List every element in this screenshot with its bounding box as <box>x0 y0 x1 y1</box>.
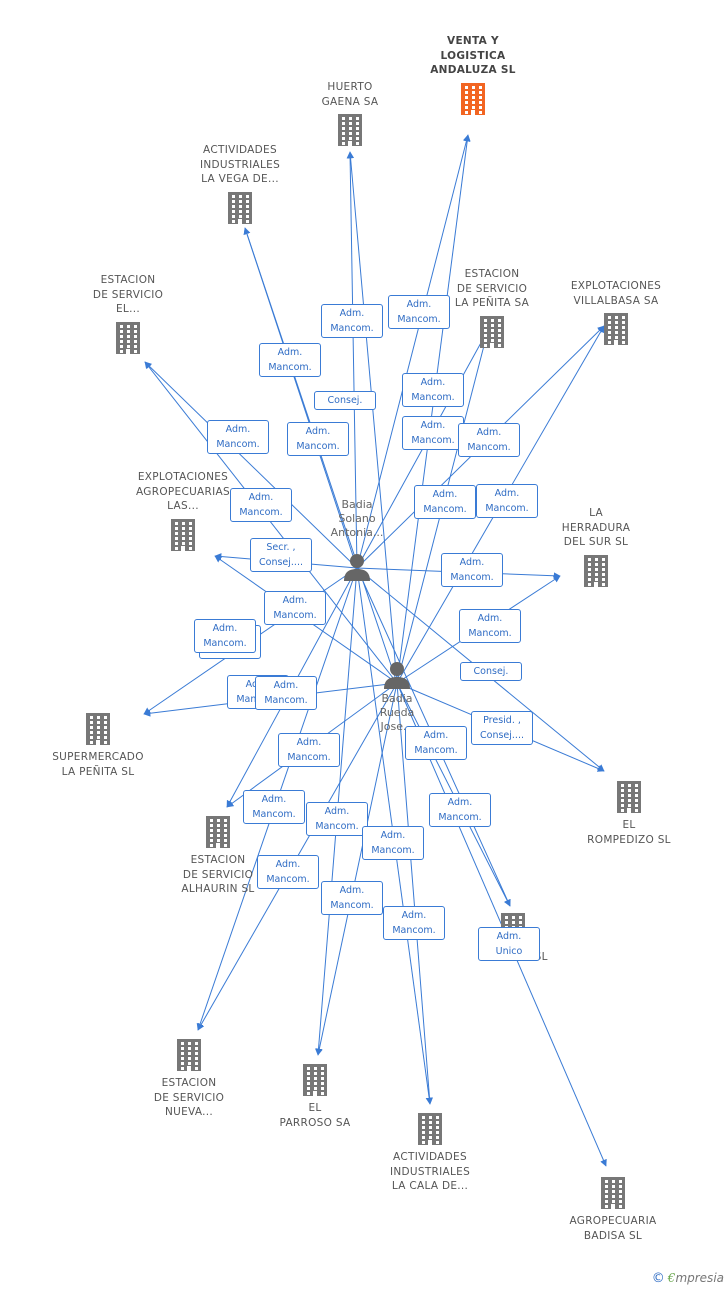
edge-role-label[interactable]: Adm. Mancom. <box>476 484 538 518</box>
edge-role-label[interactable]: Secr. , Consej.... <box>250 538 312 572</box>
edge-role-label[interactable]: Adm. Mancom. <box>458 423 520 457</box>
company-label[interactable]: ESTACION DE SERVICIO NUEVA... <box>153 1077 225 1118</box>
edge-role-label[interactable]: Adm. Mancom. <box>402 373 464 407</box>
building-icon <box>228 191 252 224</box>
company-node-huerto[interactable]: HUERTO GAENA SA <box>285 80 415 147</box>
building-icon <box>584 554 608 587</box>
edge-role-label[interactable]: Adm. Mancom. <box>278 733 340 767</box>
copyright-symbol: © <box>651 1271 665 1286</box>
edge-role-label[interactable]: Consej. <box>460 661 522 681</box>
building-icon <box>480 315 504 348</box>
company-node-actividades_vega[interactable]: ACTIVIDADES INDUSTRIALES LA VEGA DE... <box>175 143 305 225</box>
edge-role-label[interactable]: Adm. Mancom. <box>257 855 319 889</box>
company-label[interactable]: LA HERRADURA DEL SUR SL <box>561 507 631 548</box>
edge-p2-parroso <box>315 682 398 1056</box>
edge-p2-venta <box>396 134 471 684</box>
edge-role-label[interactable]: Adm. Mancom. <box>230 488 292 522</box>
edge-p2-estacion_el <box>144 361 398 684</box>
company-label[interactable]: EL ROMPEDIZO SL <box>587 819 671 846</box>
company-node-estacion_el[interactable]: ESTACION DE SERVICIO EL... <box>63 273 193 355</box>
edge-role-label[interactable]: Adm. Mancom. <box>441 553 503 587</box>
edge-role-label[interactable]: Adm. Mancom. <box>321 881 383 915</box>
company-label[interactable]: ESTACION DE SERVICIO EL... <box>92 274 164 315</box>
edge-role-label[interactable]: Adm. Mancom. <box>306 802 368 836</box>
building-icon <box>461 82 485 115</box>
company-label[interactable]: EXPLOTACIONES AGROPECUARIAS LAS... <box>135 471 230 512</box>
edge-role-label[interactable]: Adm. Mancom. <box>207 420 269 454</box>
building-icon <box>177 1039 201 1071</box>
building-icon <box>206 816 230 848</box>
building-icon <box>171 518 195 551</box>
edge-role-label[interactable]: Adm. Mancom. <box>264 591 326 625</box>
building-icon <box>601 1177 625 1209</box>
person-node-p2[interactable]: Badia Rueda Jose... <box>347 660 447 734</box>
edge-role-label[interactable]: Adm. Mancom. <box>255 676 317 710</box>
edge-p1-estacion_el <box>144 361 358 569</box>
person-icon <box>344 554 370 581</box>
building-icon <box>86 713 110 745</box>
edge-role-label[interactable]: Adm. Mancom. <box>459 609 521 643</box>
edge-role-label[interactable]: Adm. Mancom. <box>405 726 467 760</box>
company-node-estacion_penita[interactable]: ESTACION DE SERVICIO LA PEÑITA SA <box>427 267 557 349</box>
building-icon <box>338 114 362 146</box>
edge-role-label[interactable]: Adm. Unico <box>478 927 540 961</box>
building-icon <box>604 313 628 345</box>
company-label[interactable]: AGROPECUARIA BADISA SL <box>569 1215 657 1242</box>
edge-role-label[interactable]: Adm. Mancom. <box>414 485 476 519</box>
company-label[interactable]: ESTACION DE SERVICIO LA PEÑITA SA <box>454 268 530 309</box>
brand-logo-text: mpresia <box>675 1271 724 1285</box>
company-node-nueva[interactable]: ESTACION DE SERVICIO NUEVA... <box>124 1038 254 1120</box>
building-icon <box>303 1064 327 1096</box>
edge-role-label[interactable]: Consej. <box>314 390 376 410</box>
edge-p2-huerto <box>347 151 398 684</box>
edge-role-label[interactable]: Adm. Mancom. <box>287 422 349 456</box>
company-label[interactable]: ACTIVIDADES INDUSTRIALES LA CALA DE... <box>389 1151 471 1192</box>
person-node-p1[interactable]: Badia Solano Antonia... <box>307 498 407 582</box>
company-node-cala[interactable]: ACTIVIDADES INDUSTRIALES LA CALA DE... <box>365 1112 495 1194</box>
company-node-herradura[interactable]: LA HERRADURA DEL SUR SL <box>531 506 661 588</box>
edge-role-label[interactable]: Adm. Mancom. <box>243 790 305 824</box>
person-label[interactable]: Badia Solano Antonia... <box>330 498 384 539</box>
edge-p1-huerto <box>346 151 358 569</box>
building-icon <box>116 321 140 354</box>
company-node-villalbasa[interactable]: EXPLOTACIONES VILLALBASA SA <box>551 279 681 346</box>
company-node-parroso[interactable]: EL PARROSO SA <box>250 1063 380 1130</box>
edge-p2-cala <box>396 682 433 1105</box>
building-icon <box>617 781 641 813</box>
company-node-venta[interactable]: VENTA Y LOGISTICA ANDALUZA SL <box>408 34 538 116</box>
company-label[interactable]: HUERTO GAENA SA <box>321 81 379 108</box>
edge-role-label[interactable]: Adm. Mancom. <box>429 793 491 827</box>
empresia-footer[interactable]: ©€mpresia <box>652 1271 724 1286</box>
edge-role-label[interactable]: Adm. Mancom. <box>388 295 450 329</box>
building-icon <box>418 1113 442 1145</box>
edge-p1-venta <box>356 134 470 569</box>
person-icon <box>384 662 410 689</box>
company-node-alhaurin[interactable]: ESTACION DE SERVICIO ALHAURIN SL <box>153 815 283 897</box>
edge-role-label[interactable]: Adm. Mancom. <box>362 826 424 860</box>
edge-role-label[interactable]: Adm. Mancom. <box>259 343 321 377</box>
company-label[interactable]: SUPERMERCADO LA PEÑITA SL <box>52 751 144 778</box>
company-node-rompedizo[interactable]: EL ROMPEDIZO SL <box>564 780 694 847</box>
edge-role-label[interactable]: Adm. Mancom. <box>321 304 383 338</box>
company-label[interactable]: ESTACION DE SERVICIO ALHAURIN SL <box>181 854 255 895</box>
company-label[interactable]: EL PARROSO SA <box>279 1102 351 1129</box>
edge-role-label[interactable]: Adm. Mancom. <box>402 416 464 450</box>
company-node-badisa[interactable]: AGROPECUARIA BADISA SL <box>548 1176 678 1243</box>
edge-role-label[interactable]: Adm. Mancom. <box>383 906 445 940</box>
company-node-supermercado[interactable]: SUPERMERCADO LA PEÑITA SL <box>33 712 163 779</box>
company-label[interactable]: EXPLOTACIONES VILLALBASA SA <box>570 280 662 307</box>
company-label[interactable]: VENTA Y LOGISTICA ANDALUZA SL <box>430 35 516 76</box>
edge-role-label[interactable]: Adm. Mancom. <box>194 619 256 653</box>
company-label[interactable]: ACTIVIDADES INDUSTRIALES LA VEGA DE... <box>199 144 281 185</box>
company-node-agro_las[interactable]: EXPLOTACIONES AGROPECUARIAS LAS... <box>118 470 248 552</box>
brand-logo-letter: € <box>667 1271 676 1285</box>
edge-role-label[interactable]: Presid. , Consej.... <box>471 711 533 745</box>
